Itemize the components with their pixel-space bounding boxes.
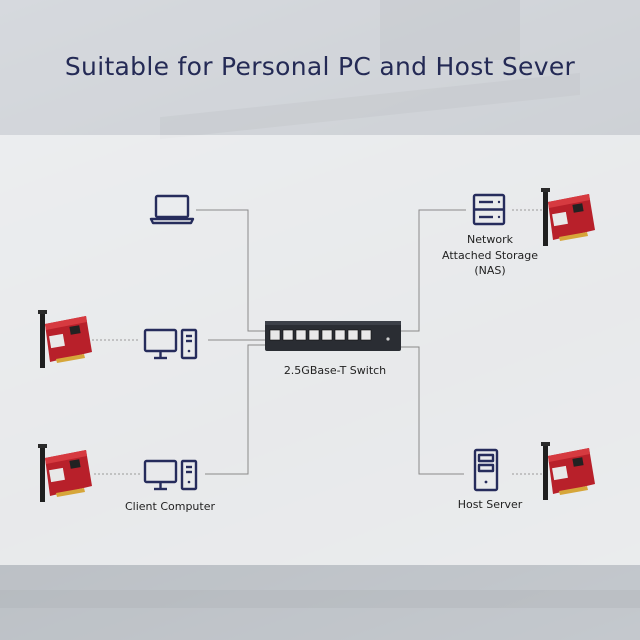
nas-label: Network Attached Storage (NAS) xyxy=(420,232,560,279)
nas-label-line: Attached Storage xyxy=(441,248,538,262)
line-client-switch xyxy=(205,344,266,475)
line-laptop-switch xyxy=(196,209,266,332)
server-tower-icon xyxy=(473,448,499,492)
switch-label: 2.5GBase-T Switch xyxy=(283,364,387,377)
desktop-computer-icon xyxy=(143,459,198,491)
header-band xyxy=(0,0,640,135)
nas-storage-icon xyxy=(472,193,506,226)
host-server-label: Host Server xyxy=(457,498,523,511)
switch-port xyxy=(360,329,372,341)
network-card-icon xyxy=(38,310,92,368)
switch-port xyxy=(295,329,307,341)
card-links xyxy=(92,209,548,475)
network-switch xyxy=(265,321,401,351)
switch-port xyxy=(334,329,346,341)
switch-port xyxy=(282,329,294,341)
network-card-icon xyxy=(38,444,92,502)
connection-lines xyxy=(196,209,466,475)
client-computer-label: Client Computer xyxy=(124,500,216,513)
line-switch-nas xyxy=(400,209,466,332)
desktop-computer-icon xyxy=(143,328,198,360)
page-title: Suitable for Personal PC and Host Sever xyxy=(64,52,576,81)
line-switch-server xyxy=(400,346,464,475)
nas-label-line: (NAS) xyxy=(474,264,506,277)
laptop-icon xyxy=(149,194,195,225)
switch-port xyxy=(321,329,333,341)
switch-port xyxy=(347,329,359,341)
network-card-icon xyxy=(541,442,595,500)
nas-label-line: Network xyxy=(467,233,513,246)
switch-port xyxy=(308,329,320,341)
footer-band xyxy=(0,565,640,640)
switch-port xyxy=(269,329,281,341)
